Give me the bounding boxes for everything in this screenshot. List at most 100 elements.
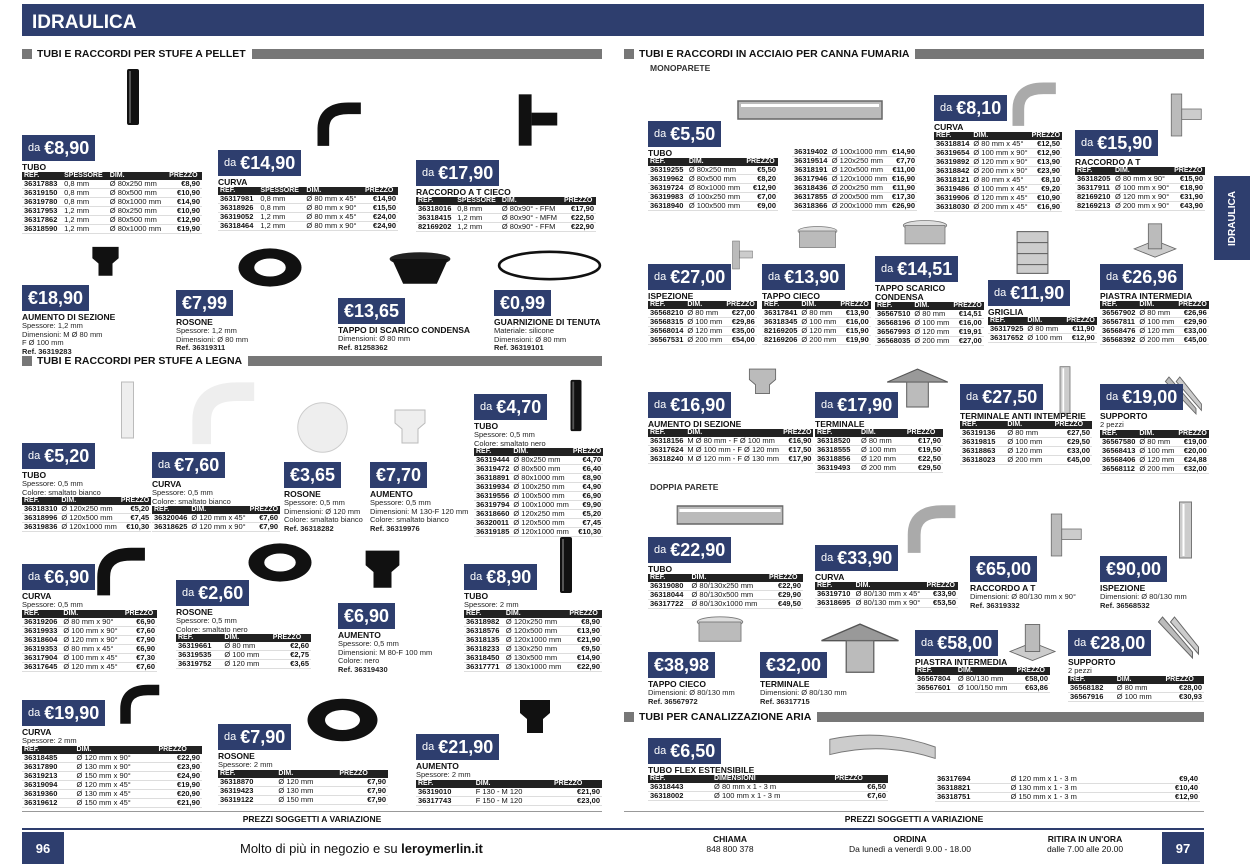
- table-cell: €26,90: [889, 201, 917, 211]
- table-cell: €12,50: [1029, 140, 1063, 149]
- table-cell: €29,90: [1176, 317, 1209, 327]
- table-cell: €23,90: [156, 762, 202, 772]
- table-cell: Ø 100 mm x 1 - 3 m: [712, 791, 833, 801]
- table-cell: €32,00: [1176, 464, 1209, 474]
- product-desc: Spessore: 0,5 mm: [176, 616, 237, 625]
- table-cell: €17,30: [889, 192, 917, 202]
- table-cell: €6,90: [122, 617, 157, 627]
- table-cell: Ø 200 mm: [1137, 463, 1177, 474]
- table-cell: €19,90: [156, 780, 202, 790]
- table-cell: 36319150: [22, 188, 63, 198]
- table-header: PREZZO: [951, 302, 984, 310]
- table-cell: 36319213: [22, 771, 75, 781]
- table-cell: Ø 80 mm: [1114, 683, 1164, 693]
- product-name: GRIGLIA: [988, 307, 1024, 317]
- table-cell: 36567811: [1100, 317, 1138, 327]
- table-cell: €14,90: [567, 653, 602, 663]
- product-desc: Spessore: 0,5 mm: [22, 479, 83, 488]
- gasket-icon: [497, 248, 602, 283]
- table-header: DIM.: [1114, 675, 1164, 684]
- product-desc: Spessore: 0,5 mm: [22, 600, 83, 609]
- product-desc: F Ø 100 mm: [22, 338, 64, 347]
- product-name: AUMENTO DI SEZIONE: [22, 312, 116, 322]
- table-cell: Ø 120 mm x 1 - 3 m: [1008, 775, 1147, 784]
- table-cell: 36318590: [22, 224, 63, 234]
- product-desc: Colore: smaltato nero: [176, 624, 248, 634]
- price-label: da€7,60: [152, 452, 226, 478]
- table-header: PREZZO: [122, 609, 157, 618]
- footer-site-link[interactable]: leroymerlin.it: [401, 841, 483, 856]
- table-cell: Ø 100x1000 mm: [829, 148, 890, 157]
- table-header: PREZZO: [118, 497, 152, 505]
- table-cell: €33,00: [1052, 446, 1092, 456]
- table-header: DIM.: [189, 506, 248, 514]
- table-cell: Ø 80 mm: [1005, 429, 1053, 438]
- table-cell: Ø 80x1000 mm: [511, 473, 571, 483]
- table-cell: €18,90: [1172, 183, 1205, 193]
- table-cell: Ø 80x500 mm: [686, 174, 745, 184]
- table-header: REF.: [648, 301, 686, 309]
- table-cell: Ø 80 mm x 90°: [61, 617, 123, 627]
- side-tab[interactable]: IDRAULICA: [1214, 176, 1250, 260]
- table-cell: 0,8 mm: [258, 203, 305, 213]
- product-desc: Spessore: 0,5 mm: [284, 498, 345, 507]
- product-name: AUMENTO: [338, 630, 381, 640]
- table-cell: Ø 100 mm: [912, 318, 952, 328]
- table-cell: Ø 100 mm x 90°: [61, 626, 123, 636]
- table-cell: €14,90: [167, 197, 202, 207]
- price-label: €6,90: [338, 603, 396, 629]
- table-header: PREZZO: [1064, 317, 1097, 325]
